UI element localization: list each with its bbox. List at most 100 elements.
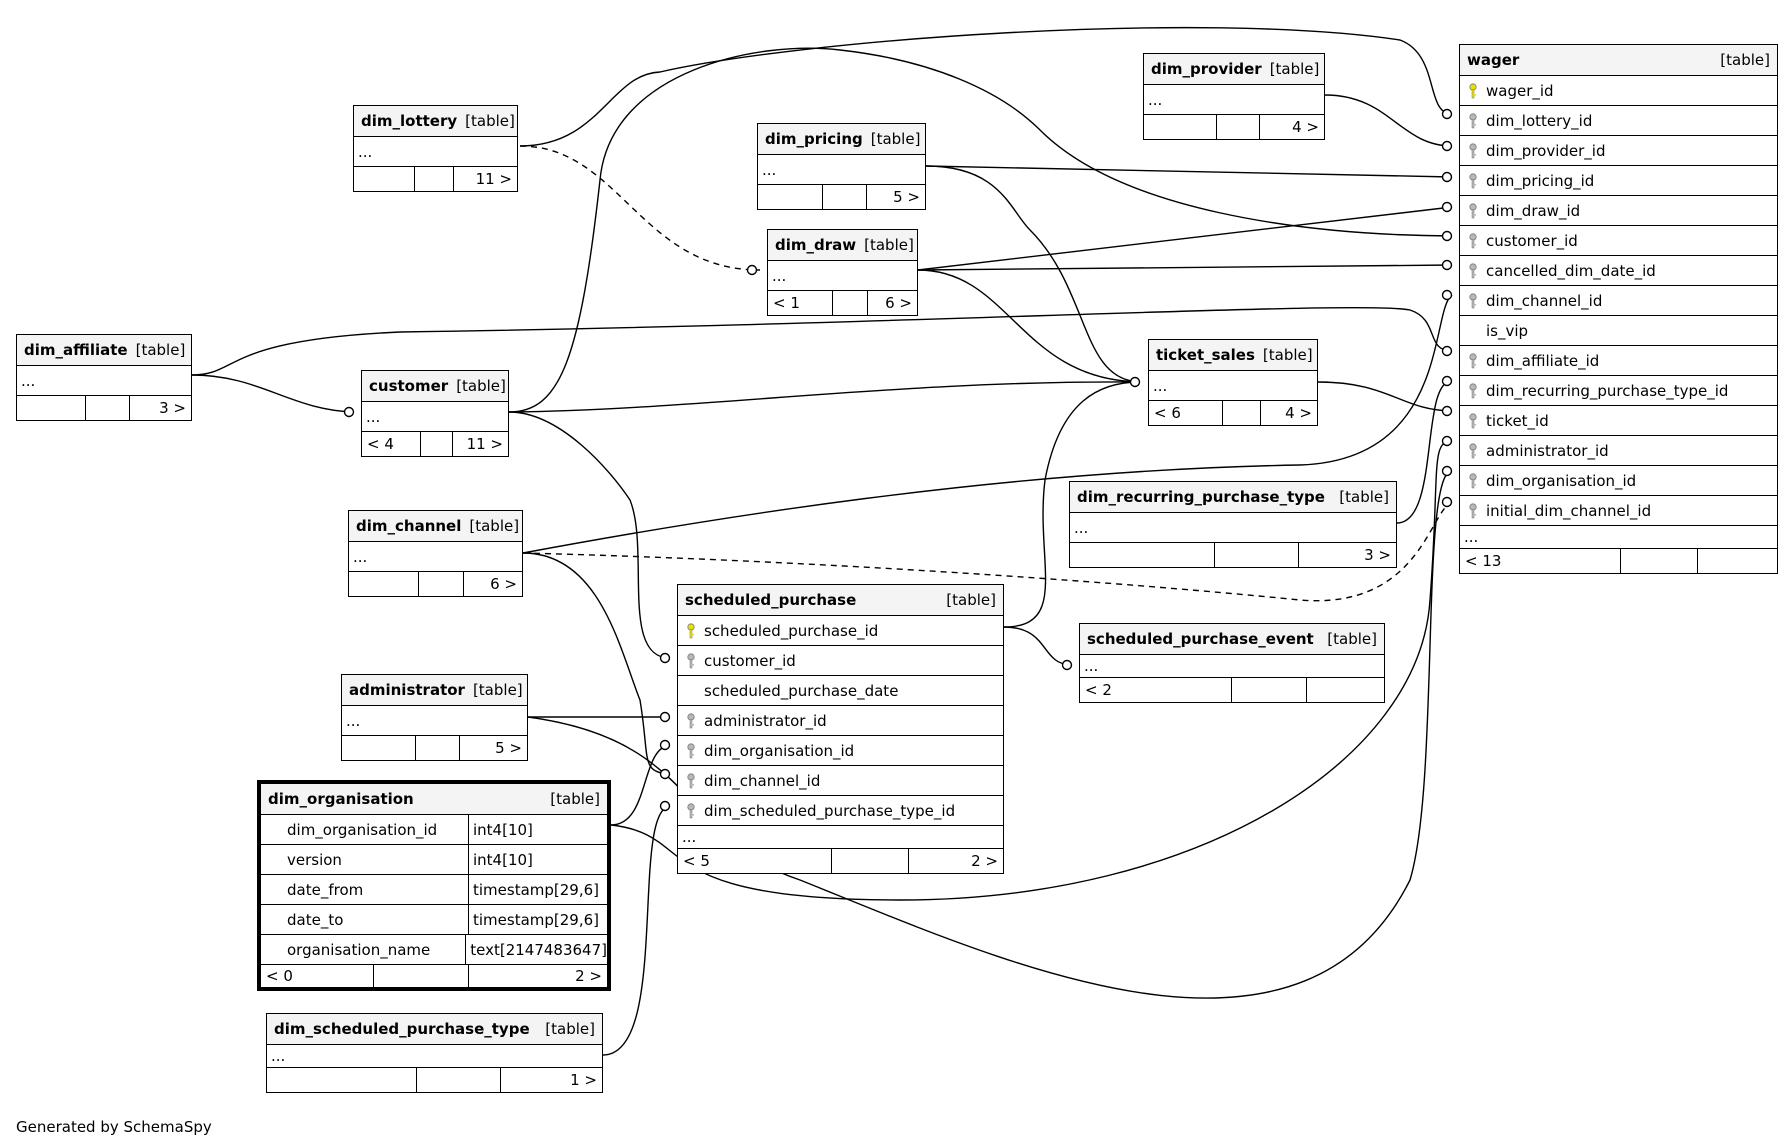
column-row[interactable]: dim_pricing_id (1460, 166, 1777, 196)
children-count[interactable]: 5 > (495, 739, 522, 757)
children-count[interactable]: 1 > (570, 1071, 597, 1089)
columns-count (832, 849, 909, 873)
column-row[interactable]: scheduled_purchase_id (678, 616, 1003, 646)
primary-key-icon (1466, 82, 1480, 99)
optional-many-marker (1441, 465, 1453, 477)
column-row[interactable]: cancelled_dim_date_id (1460, 256, 1777, 286)
children-count[interactable]: 4 > (1285, 404, 1312, 422)
edge-scheduled-event (1003, 626, 1073, 666)
edge-customer-ticket (508, 381, 1141, 413)
parents-count[interactable]: < 2 (1080, 678, 1232, 702)
parents-count[interactable] (17, 396, 86, 420)
parents-count[interactable]: < 1 (768, 291, 833, 315)
children-count[interactable]: 11 > (466, 435, 503, 453)
parents-count[interactable] (758, 185, 823, 209)
column-row[interactable]: dim_lottery_id (1460, 106, 1777, 136)
table-scheduled-purchase-event[interactable]: scheduled_purchase_event[table] ... < 2 (1079, 623, 1385, 703)
table-ticket-sales[interactable]: ticket_sales[table] ... < 6 4 > (1148, 339, 1318, 426)
children-count[interactable]: 4 > (1292, 118, 1319, 136)
table-dim-recurring-purchase-type[interactable]: dim_recurring_purchase_type[table] ... 3… (1069, 481, 1397, 568)
columns-count (417, 1068, 501, 1092)
children-count[interactable]: 5 > (893, 188, 920, 206)
optional-many-marker (659, 652, 671, 664)
table-dim-channel[interactable]: dim_channel[table] ... 6 > (348, 510, 523, 597)
table-type-label: [table] (550, 790, 600, 808)
primary-key-icon (684, 622, 698, 639)
column-row[interactable]: dim_affiliate_id (1460, 346, 1777, 376)
parents-count[interactable]: < 5 (678, 849, 832, 873)
columns-count (416, 736, 460, 760)
column-name: organisation_name (261, 935, 467, 964)
parents-count[interactable] (342, 736, 416, 760)
children-count[interactable] (1698, 549, 1777, 573)
table-footer: 4 > (1144, 115, 1324, 139)
table-dim-lottery[interactable]: dim_lottery[table] ... 11 > (353, 105, 518, 192)
parents-count[interactable]: < 0 (261, 965, 374, 987)
optional-many-marker (1441, 140, 1453, 152)
table-dim-draw[interactable]: dim_draw[table] ... < 1 6 > (767, 229, 918, 316)
column-name: wager_id (1486, 81, 1554, 100)
table-dim-pricing[interactable]: dim_pricing[table] ... 5 > (757, 123, 926, 210)
column-row[interactable]: is_vip (1460, 316, 1777, 346)
foreign-key-icon (684, 652, 698, 669)
table-customer[interactable]: customer[table] ... < 4 11 > (361, 370, 509, 457)
collapsed-columns: ... (758, 155, 925, 185)
foreign-key-icon (1466, 412, 1480, 429)
column-name: dim_organisation_id (261, 815, 469, 844)
edge-lottery-wager (519, 26, 1453, 147)
columns-count (419, 572, 464, 596)
table-scheduled-purchase[interactable]: scheduled_purchase[table] scheduled_purc… (677, 584, 1004, 874)
column-row[interactable]: initial_dim_channel_id (1460, 496, 1777, 526)
parents-count[interactable] (349, 572, 419, 596)
column-row[interactable]: dim_organisation_id (1460, 466, 1777, 496)
parents-count[interactable] (267, 1068, 417, 1092)
edge-channel-scheduled (522, 552, 671, 775)
column-row[interactable]: ticket_id (1460, 406, 1777, 436)
columns-count (1223, 401, 1261, 425)
column-name: dim_organisation_id (704, 741, 855, 760)
column-row[interactable]: administrator_id (678, 706, 1003, 736)
column-row[interactable]: wager_id (1460, 76, 1777, 106)
table-administrator[interactable]: administrator[table] ... 5 > (341, 674, 528, 761)
children-count[interactable]: 3 > (1364, 546, 1391, 564)
column-row[interactable]: dim_channel_id (1460, 286, 1777, 316)
column-row[interactable]: dim_scheduled_purchase_type_id (678, 796, 1003, 826)
edge-pricing-wager (925, 165, 1453, 178)
children-count[interactable]: 2 > (971, 852, 998, 870)
foreign-key-icon (684, 802, 698, 819)
parents-count[interactable]: < 4 (362, 432, 421, 456)
children-count[interactable] (1307, 678, 1384, 702)
children-count[interactable]: 11 > (475, 170, 512, 188)
table-title: administrator (349, 681, 465, 699)
parents-count[interactable] (1070, 543, 1215, 567)
parents-count[interactable]: < 6 (1149, 401, 1223, 425)
table-dim-scheduled-purchase-type[interactable]: dim_scheduled_purchase_type[table] ... 1… (266, 1013, 603, 1093)
column-row[interactable]: dim_organisation_id (678, 736, 1003, 766)
children-count[interactable]: 2 > (575, 967, 602, 985)
table-dim-organisation[interactable]: dim_organisation[table] dim_organisation… (257, 780, 611, 991)
table-dim-provider[interactable]: dim_provider[table] ... 4 > (1143, 53, 1325, 140)
column-row[interactable]: customer_id (1460, 226, 1777, 256)
column-row[interactable]: dim_recurring_purchase_type_id (1460, 376, 1777, 406)
column-row[interactable]: administrator_id (1460, 436, 1777, 466)
children-count[interactable]: 6 > (490, 575, 517, 593)
children-count[interactable]: 3 > (159, 399, 186, 417)
table-dim-affiliate[interactable]: dim_affiliate[table] ... 3 > (16, 334, 192, 421)
column-row[interactable]: dim_provider_id (1460, 136, 1777, 166)
column-row[interactable]: dim_channel_id (678, 766, 1003, 796)
optional-many-marker (1441, 259, 1453, 271)
parents-count[interactable]: < 13 (1460, 549, 1621, 573)
children-count[interactable]: 6 > (885, 294, 912, 312)
parents-count[interactable] (354, 167, 415, 191)
column-row[interactable]: dim_draw_id (1460, 196, 1777, 226)
column-row[interactable]: customer_id (678, 646, 1003, 676)
column-row[interactable]: scheduled_purchase_date (678, 676, 1003, 706)
parents-count[interactable] (1144, 115, 1217, 139)
